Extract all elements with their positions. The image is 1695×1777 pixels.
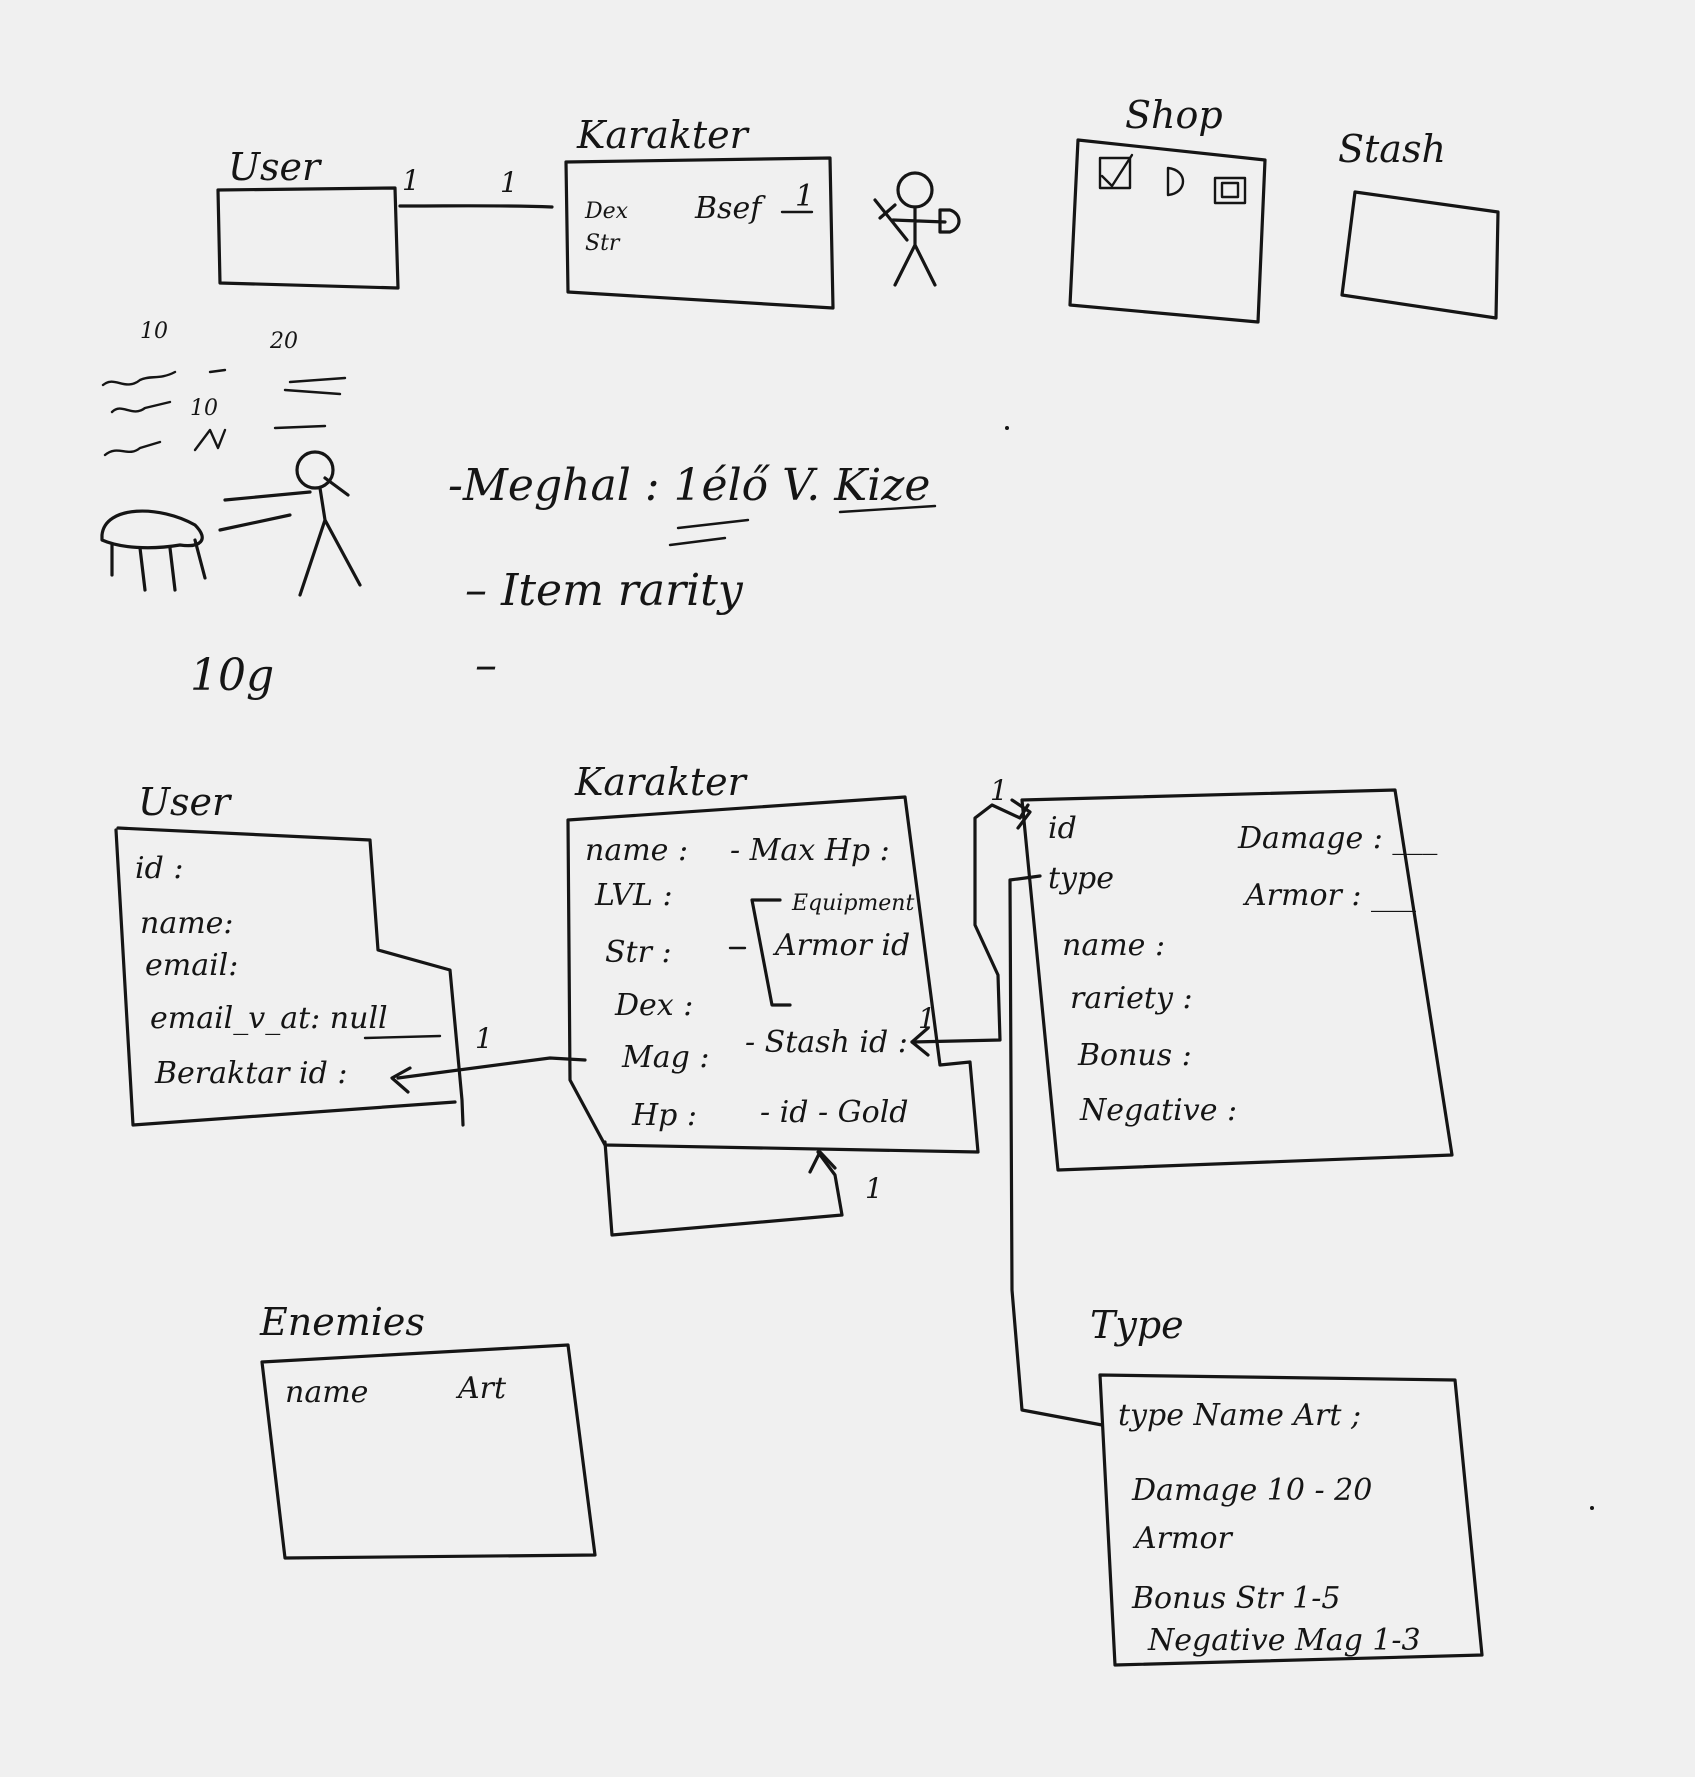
type-row-armor: Armor [1132, 1521, 1234, 1556]
rel-one-right: 1 [500, 166, 518, 199]
user-field-email-v-at: email_v_at: null [150, 1001, 388, 1036]
arena-sketch: 10 20 10 10g [100, 319, 362, 701]
karakter-top-one: 1 [795, 179, 814, 214]
note-meghal: -Meghal : 1élő V. Kize [448, 460, 930, 511]
item-field-id: id [1048, 811, 1077, 846]
item-field-armor: Armor : ___ [1242, 878, 1416, 913]
ink-dot [1005, 426, 1009, 430]
user-field-name: name: [140, 906, 234, 941]
karakter-equipment-label: Equipment [791, 891, 914, 916]
type-row-bonus: Bonus Str 1-5 [1131, 1581, 1340, 1616]
rel-label-stash: 1 [918, 1002, 936, 1035]
rel-label-user: 1 [475, 1022, 493, 1055]
character-figure-icon [873, 171, 961, 287]
karakter-field-lvl: LVL : [594, 878, 673, 913]
type-title: Type [1090, 1303, 1184, 1347]
shop-entity: Shop [1068, 93, 1267, 324]
type-entity: Type type Name Art ; Damage 10 - 20 Armo… [1090, 1303, 1484, 1667]
item-field-bonus: Bonus : [1077, 1038, 1192, 1073]
rel-one-left: 1 [402, 164, 420, 197]
karakter-armor-id: Armor id [772, 928, 910, 963]
karakter-field-hp: Hp : [631, 1098, 697, 1133]
user-top-title: User [228, 145, 323, 189]
karakter-entity: Karakter name : LVL : Str : Dex : Mag : … [566, 760, 980, 1154]
item-field-damage: Damage : ___ [1237, 821, 1437, 856]
relation-karakter-item: 1 1 [910, 774, 1032, 1057]
tiny-number-1: 10 [140, 319, 168, 344]
karakter-field-id-gold: - id - Gold [760, 1095, 909, 1130]
karakter-field-str: Str : [605, 935, 672, 970]
enemies-field-art: Art [455, 1371, 507, 1406]
type-row-negative: Negative Mag 1-3 [1147, 1623, 1421, 1658]
karakter-field-stash-id: - Stash id : [745, 1025, 908, 1060]
stash-entity: Stash [1338, 127, 1500, 320]
tiny-number-3: 10 [190, 396, 218, 421]
karakter-top-field-dex: Dex [584, 199, 629, 224]
item-field-name: name : [1062, 928, 1165, 963]
type-header: type Name Art ; [1118, 1398, 1361, 1433]
scale-label: 10g [190, 650, 274, 701]
relation-karakter-self: 1 [603, 1140, 883, 1237]
item-field-rariety: rariety : [1070, 981, 1193, 1016]
item-field-negative: Negative : [1079, 1093, 1237, 1128]
user-field-id: id : [135, 851, 183, 886]
karakter-top-title: Karakter [576, 113, 751, 157]
note-dash: – [475, 640, 497, 691]
user-field-email: email: [145, 948, 238, 983]
relation-user-karakter-top: 1 1 [398, 164, 554, 209]
enemies-entity: Enemies name Art [259, 1300, 597, 1560]
enemies-field-name: name [285, 1375, 368, 1410]
rel-label-item: 1 [990, 774, 1008, 807]
karakter-field-dex: Dex : [614, 988, 693, 1023]
user-entity: User id : name: email: email_v_at: null … [114, 780, 465, 1127]
item-field-type: type [1048, 861, 1114, 896]
tiny-number-2: 20 [269, 329, 298, 354]
relation-item-type [1008, 874, 1104, 1427]
stash-title: Stash [1338, 127, 1446, 171]
notes: -Meghal : 1élő V. Kize – Item rarity – [448, 460, 937, 691]
user-title: User [138, 780, 233, 824]
enemies-title: Enemies [259, 1300, 425, 1344]
relation-user-karakter: 1 [390, 1022, 587, 1094]
ink-dot-2 [1590, 1506, 1594, 1510]
rel-label-self: 1 [865, 1172, 883, 1205]
item-entity: id type name : rariety : Bonus : Negativ… [1020, 788, 1454, 1172]
karakter-field-name: name : [585, 833, 688, 868]
karakter-top-field-str: Str [585, 231, 621, 256]
type-row-damage: Damage 10 - 20 [1131, 1473, 1372, 1508]
note-item-rarity: – Item rarity [465, 565, 744, 616]
shop-slot-icon [1098, 156, 1132, 190]
user-field-karakter-id: Beraktar id : [154, 1056, 347, 1091]
karakter-entity-top: Karakter Dex Str Bsef 1 [564, 113, 835, 310]
karakter-field-max-hp: - Max Hp : [730, 833, 890, 868]
user-entity-top: User [216, 145, 400, 290]
shop-title: Shop [1125, 93, 1223, 137]
karakter-top-extra: Bsef [694, 191, 766, 226]
karakter-field-mag: Mag : [621, 1040, 709, 1075]
shop-slot-icon-2 [1213, 176, 1247, 205]
karakter-title: Karakter [574, 760, 749, 804]
